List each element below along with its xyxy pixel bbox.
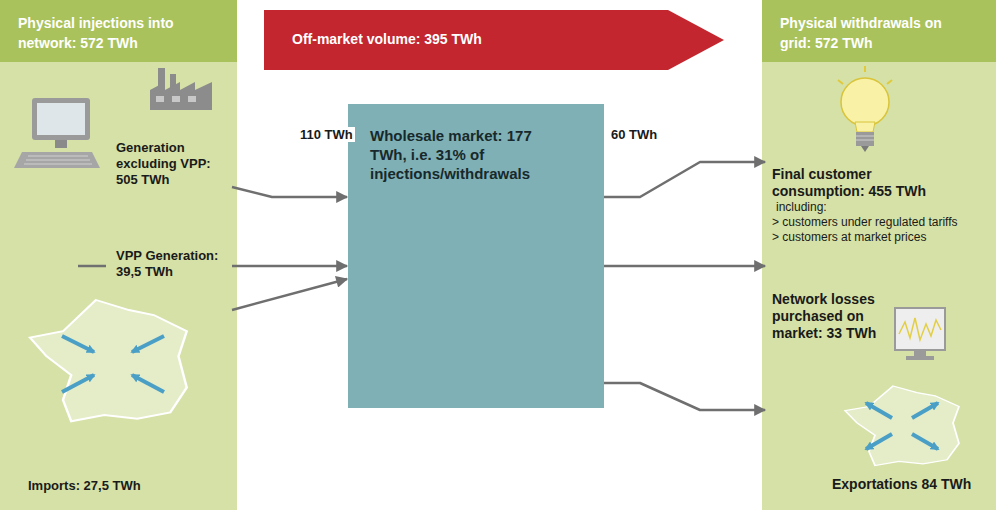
flow-volume: 110 TWh <box>298 127 355 142</box>
node-heading: Imports: 27,5 TWh <box>28 478 228 494</box>
node-text: > customers at market prices <box>772 230 988 245</box>
source-label: Imports: 27,5 TWh <box>10 295 232 500</box>
flow-arrow <box>604 383 765 410</box>
flow-arrow <box>232 279 347 310</box>
factory-icon <box>150 68 212 110</box>
market-box: Wholesale market: 177 TWh, i.e. 31% of i… <box>348 104 604 408</box>
injections-panel: Generation excluding VPP: 505 TWhVPP Gen… <box>0 0 237 510</box>
bulb-icon <box>838 66 892 152</box>
panel-ground <box>0 0 237 510</box>
node-text: including: <box>772 200 988 215</box>
node-heading: Physical injections into network: 572 TW… <box>0 0 237 53</box>
node-heading: Exportations 84 TWh <box>832 476 988 493</box>
sink-label: Final customer consumption: 455 TWhinclu… <box>766 60 992 246</box>
node-heading: Physical withdrawals on grid: 572 TWh <box>762 0 996 53</box>
flow-volume: 60 TWh <box>609 127 659 142</box>
node-heading: Wholesale market: 177 TWh, i.e. 31% of i… <box>370 126 565 183</box>
france-map-exports <box>845 386 959 466</box>
sink-label: Network losses purchased on market: 33 T… <box>766 255 992 345</box>
flow-arrow <box>604 162 765 197</box>
sink-label: Exportations 84 TWh <box>766 380 992 500</box>
computer-icon <box>14 98 100 168</box>
withdrawals-panel: Final customer consumption: 455 TWhinclu… <box>762 0 996 510</box>
arrow-shape <box>264 10 724 70</box>
source-label: Generation excluding VPP: 505 TWh <box>112 136 232 192</box>
france-map-imports <box>30 300 187 421</box>
panel-header <box>0 0 237 62</box>
panel-header <box>762 0 996 62</box>
node-heading: Off-market volume: 395 TWh <box>292 30 664 48</box>
node-heading: Network losses purchased on market: 33 T… <box>772 291 894 342</box>
panel-ground <box>762 0 996 510</box>
node-heading: VPP Generation: 39,5 TWh <box>116 248 228 280</box>
flow-arrow <box>232 265 347 268</box>
node-text: > customers under regulated tariffs <box>772 215 988 230</box>
flow-arrow <box>604 265 765 268</box>
node-heading: Generation excluding VPP: 505 TWh <box>116 140 228 188</box>
source-label: VPP Generation: 39,5 TWh <box>112 244 232 290</box>
node-heading: Final customer consumption: 455 TWh <box>772 166 940 200</box>
flow-line <box>78 265 106 268</box>
monitor-icon <box>895 308 945 360</box>
off-market-arrow: Off-market volume: 395 TWh <box>264 10 724 70</box>
flow-arrow <box>232 187 347 197</box>
